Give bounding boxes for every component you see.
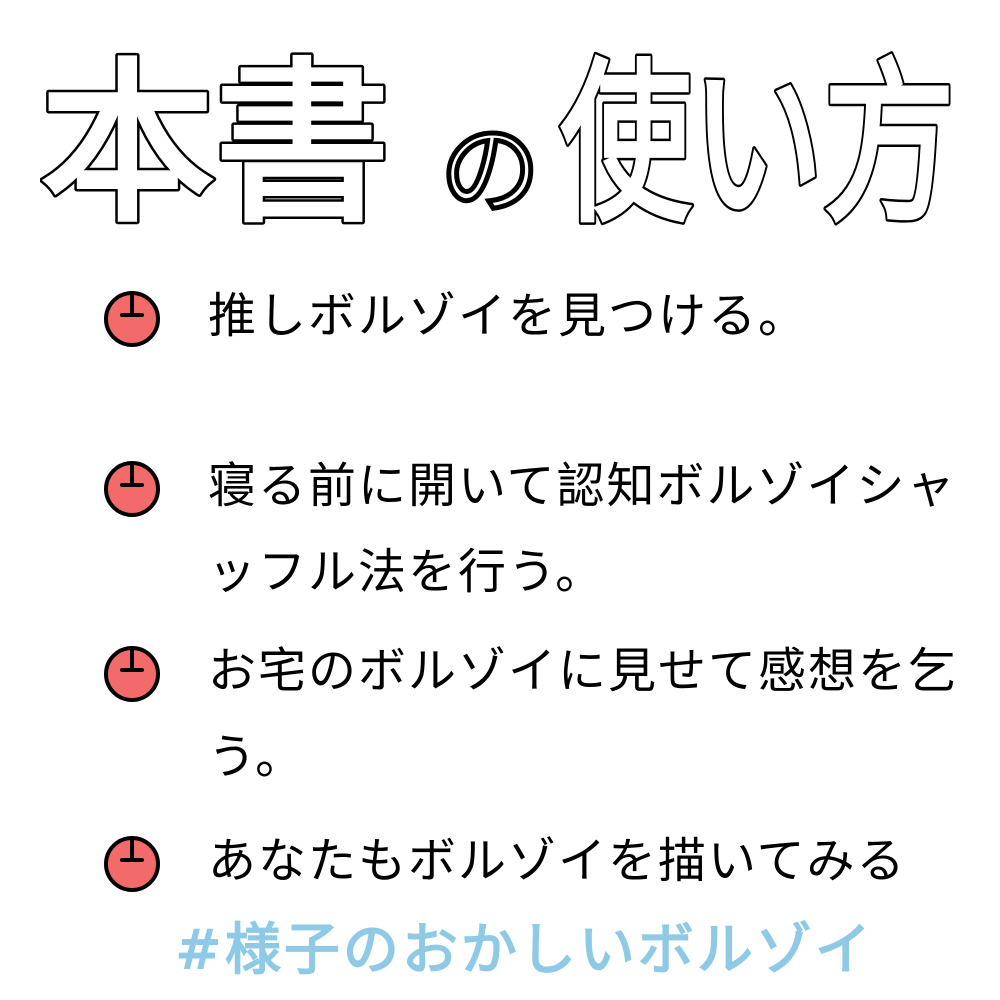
title-particle: の [440, 112, 540, 229]
apple-bullet-icon [104, 646, 160, 702]
apple-bullet-icon [104, 461, 160, 517]
list-item: 寝る前に開いて認知ボルゾイシャッフル法を行う。 [100, 455, 988, 615]
list-item: あなたもボルゾイを描いてみる [100, 830, 988, 904]
apple-bullet-icon [104, 291, 160, 347]
list-item: お宅のボルゾイに見せて感想を乞う。 [100, 640, 988, 800]
list-item: 推しボルゾイを見つける。 [100, 285, 988, 359]
item-text: 寝る前に開いて認知ボルゾイシャッフル法を行う。 [208, 458, 957, 600]
title-rest: 使い方 [560, 44, 955, 230]
item-text: 推しボルゾイを見つける。 [208, 288, 809, 344]
item-text: お宅のボルゾイに見せて感想を乞う。 [208, 643, 959, 785]
page-title: 本書 の 使い方 [40, 42, 958, 231]
hashtag: #様子のおかしいボルゾイ [175, 918, 874, 983]
apple-bullet-icon [104, 836, 160, 892]
item-text: あなたもボルゾイを描いてみる [208, 833, 907, 889]
title-main: 本書 [40, 44, 390, 230]
